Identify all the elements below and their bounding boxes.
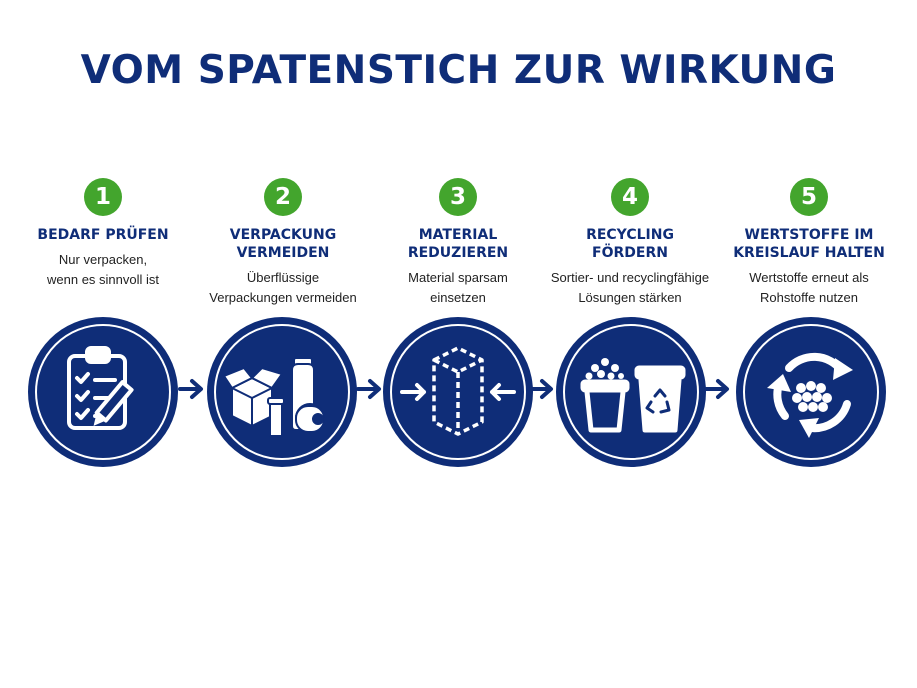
arrow-right-icon [704,378,732,405]
step-title-line: REDUZIEREN [407,245,509,261]
step-title: BEDARF PRÜFEN [13,226,193,262]
step-description-line: Lösungen stärken [578,290,682,305]
step-4: 4 RECYCLING FÖRDERN Sortier- und recycli… [540,178,720,308]
step-description-line: Rohstoffe nutzen [759,290,859,305]
arrow-right-icon [178,378,206,405]
step-title-line: FÖRDERN [592,245,668,261]
step-title-line: MATERIAL [418,227,498,243]
step-title: VERPACKUNG VERMEIDEN [193,226,373,262]
packaging-items-icon [208,318,356,466]
step-description: Material sparsam einsetzen [368,268,548,308]
step-description-line: Überflüssige [246,270,320,285]
step-3: 3 MATERIAL REDUZIEREN Material sparsam e… [368,178,548,308]
step-description-line: Verpackungen vermeiden [209,290,357,305]
recycling-bins-icon [557,318,705,466]
clipboard-checklist-icon [29,318,177,466]
step-description: Sortier- und recyclingfähige Lösungen st… [540,268,720,308]
circular-economy-icon [737,318,885,466]
step-number-badge: 2 [264,178,302,216]
arrow-right-icon [356,378,384,405]
step-number-badge: 4 [611,178,649,216]
step-description-line: Material sparsam [408,270,508,285]
step-1: 1 BEDARF PRÜFEN Nur verpacken, wenn es s… [13,178,193,290]
step-5: 5 WERTSTOFFE IM KREISLAUF HALTEN Wertsto… [719,178,899,308]
step-title: MATERIAL REDUZIEREN [368,226,548,262]
step-description: Überflüssige Verpackungen vermeiden [193,268,373,308]
step-description-line: wenn es sinnvoll ist [47,272,159,287]
step-2: 2 VERPACKUNG VERMEIDEN Überflüssige Verp… [193,178,373,308]
step-title-line: KREISLAUF HALTEN [733,245,885,261]
step-description: Wertstoffe erneut als Rohstoffe nutzen [719,268,899,308]
reduce-material-box-icon [384,318,532,466]
step-title: RECYCLING FÖRDERN [540,226,720,262]
step-description-line: Nur verpacken, [58,252,148,267]
step-title-line: VERPACKUNG [229,227,337,243]
step-number-badge: 5 [790,178,828,216]
step-description-line: Wertstoffe erneut als [749,270,869,285]
step-number-badge: 3 [439,178,477,216]
step-title-line: WERTSTOFFE IM [744,227,874,243]
arrow-right-icon [528,378,556,405]
step-description-line: einsetzen [430,290,486,305]
step-description-line: Sortier- und recyclingfähige [550,270,710,285]
step-title-line: BEDARF PRÜFEN [37,227,169,243]
step-title: WERTSTOFFE IM KREISLAUF HALTEN [719,226,899,262]
step-title-line: RECYCLING [586,227,674,243]
step-description: Nur verpacken, wenn es sinnvoll ist [13,250,193,290]
step-number-badge: 1 [84,178,122,216]
page-title: VOM SPATENSTICH ZUR WIRKUNG [80,48,837,93]
step-title-line: VERMEIDEN [236,245,330,261]
